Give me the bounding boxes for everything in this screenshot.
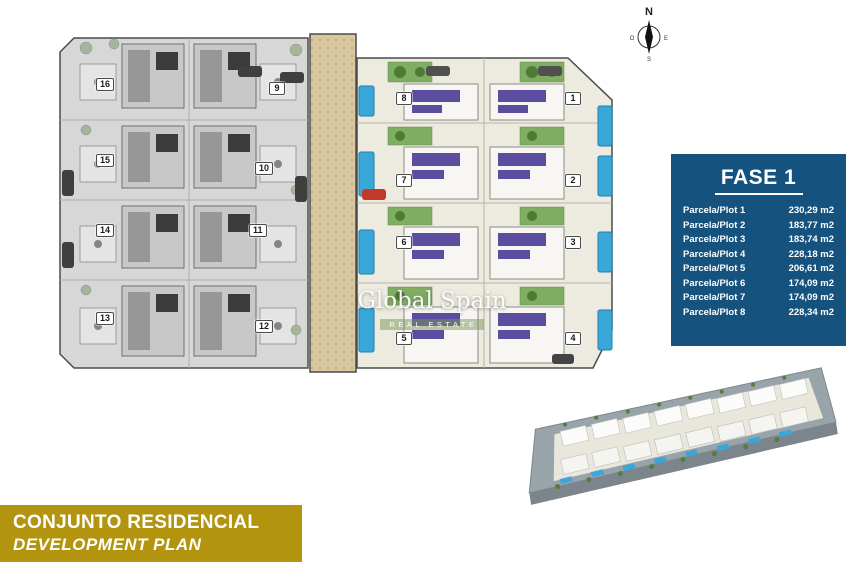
render-bushes: [555, 375, 787, 490]
render-front-row-houses: [560, 406, 809, 475]
render-pools: [559, 429, 793, 484]
plot-row: Parcela/Plot 1 230,29 m2: [683, 204, 834, 219]
plot-area: 183,74 m2: [788, 234, 834, 245]
plot-row: Parcela/Plot 3 183,74 m2: [683, 233, 834, 248]
site-plan: 16 15 14 13 9 10 11 12 8 7 6 5 1 2 3 4: [52, 28, 618, 378]
title-banner: CONJUNTO RESIDENCIAL DEVELOPMENT PLAN: [0, 505, 302, 562]
plot-area: 174,09 m2: [788, 292, 834, 303]
house: [403, 83, 479, 121]
render-platform-side: [529, 422, 838, 505]
compass-south-label: S: [647, 57, 651, 62]
plot-list: Parcela/Plot 1 230,29 m2 Parcela/Plot 2 …: [683, 204, 834, 320]
compass-north-label: N: [645, 6, 653, 18]
plot-label: Parcela/Plot 8: [683, 306, 746, 318]
plot-number-12: 12: [255, 320, 274, 333]
plot-area: 230,29 m2: [788, 205, 834, 216]
plot-row: Parcela/Plot 8 228,34 m2: [683, 306, 834, 321]
banner-title-es: CONJUNTO RESIDENCIAL: [13, 512, 260, 533]
render-back-row-houses: [559, 378, 809, 447]
plot-label: Parcela/Plot 7: [683, 292, 746, 303]
plot-number-15: 15: [96, 154, 115, 167]
house: [121, 285, 185, 357]
car: [62, 66, 307, 268]
plot-area: 228,18 m2: [788, 248, 834, 260]
plot-number-5: 5: [396, 332, 412, 345]
plot-row: Parcela/Plot 4 228,18 m2: [683, 248, 834, 263]
house: [121, 205, 185, 269]
house: [121, 43, 185, 109]
plot-number-1: 1: [565, 92, 581, 105]
banner-title-en: DEVELOPMENT PLAN: [13, 535, 202, 554]
plot-label: Parcela/Plot 4: [683, 248, 746, 260]
car: [362, 66, 574, 364]
fase-title: FASE 1: [714, 166, 803, 195]
plot-label: Parcela/Plot 6: [683, 277, 746, 289]
compass: N O E S: [626, 4, 672, 63]
plot-number-14: 14: [96, 224, 115, 237]
plot-label: Parcela/Plot 3: [683, 234, 746, 245]
plot-number-16: 16: [96, 78, 115, 91]
plot-row: Parcela/Plot 2 183,77 m2: [683, 219, 834, 234]
house: [403, 306, 479, 364]
plot-number-13: 13: [96, 312, 115, 325]
plot-row: Parcela/Plot 5 206,61 m2: [683, 262, 834, 277]
house: [403, 226, 479, 280]
plot-area: 228,34 m2: [788, 306, 834, 318]
tree: [79, 38, 303, 336]
plot-label: Parcela/Plot 1: [683, 205, 746, 216]
plot-number-10: 10: [255, 162, 274, 175]
render-3d: [528, 367, 838, 505]
house: [489, 226, 565, 280]
house: [489, 306, 565, 364]
plot-number-4: 4: [565, 332, 581, 345]
plot-number-7: 7: [396, 174, 412, 187]
house: [193, 205, 257, 269]
plot-row: Parcela/Plot 7 174,09 m2: [683, 291, 834, 306]
compass-east-label: E: [664, 36, 668, 42]
compass-west-label: O: [630, 36, 635, 42]
site-plan-drawing: [59, 33, 613, 373]
compass-rose: N O E S: [630, 6, 668, 63]
plot-number-6: 6: [396, 236, 412, 249]
plot-label: Parcela/Plot 5: [683, 263, 746, 274]
house: [121, 125, 185, 189]
house: [489, 146, 565, 200]
access-road: [309, 33, 357, 373]
plot-area: 174,09 m2: [788, 277, 834, 289]
plot-number-8: 8: [396, 92, 412, 105]
compass-needle: [645, 20, 653, 54]
patio: [79, 63, 297, 345]
plot-number-3: 3: [565, 236, 581, 249]
house: [489, 83, 565, 121]
house: [403, 146, 479, 200]
plot-number-9: 9: [269, 82, 285, 95]
left-housing-block: [59, 37, 309, 369]
plot-row: Parcela/Plot 6 174,09 m2: [683, 277, 834, 292]
plot-area: 183,77 m2: [788, 219, 834, 231]
plot-label: Parcela/Plot 2: [683, 219, 746, 231]
plot-number-2: 2: [565, 174, 581, 187]
house: [193, 285, 257, 357]
house: [193, 125, 257, 189]
plot-area: 206,61 m2: [788, 263, 834, 274]
pool: [358, 85, 613, 353]
fase-panel: FASE 1 Parcela/Plot 1 230,29 m2 Parcela/…: [671, 154, 846, 346]
plot-number-11: 11: [249, 224, 267, 237]
